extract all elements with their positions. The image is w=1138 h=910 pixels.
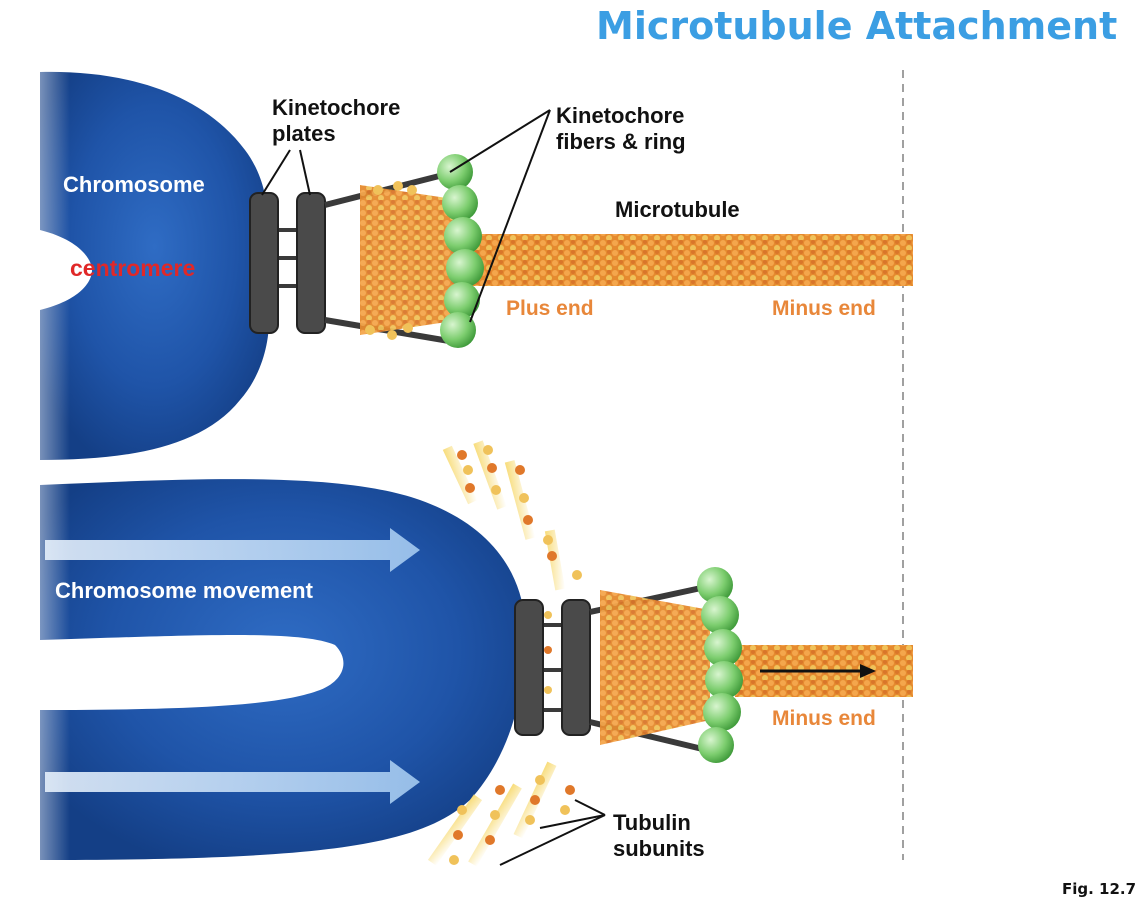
bottom-tubulin-fan — [600, 590, 710, 745]
tubulin-subunits-label: Tubulin subunits — [613, 810, 705, 861]
figure-title: Microtubule Attachment — [596, 4, 1118, 48]
tubulin-free-subunits — [449, 445, 582, 865]
bottom-pointer-lines — [499, 799, 606, 866]
top-pointer-lines — [261, 109, 551, 323]
chromosome-movement-label: Chromosome movement — [55, 578, 313, 603]
movement-arrow-upper — [45, 528, 420, 572]
microtubule-label: Microtubule — [615, 197, 740, 222]
top-kinetochore-ring — [437, 154, 484, 348]
bottom-chromosome — [0, 470, 526, 870]
kinetochore-plates-label: Kinetochore plates — [272, 95, 401, 146]
top-kinetochore-plates — [249, 169, 456, 345]
chromosome-label: Chromosome — [63, 172, 205, 197]
minus-end-top-label: Minus end — [772, 297, 876, 320]
top-tubulin-fan — [360, 181, 460, 340]
minus-end-bottom-label: Minus end — [772, 707, 876, 730]
top-microtubule — [470, 234, 913, 286]
bottom-kinetochore-ring — [697, 567, 743, 763]
top-chromosome — [0, 60, 270, 470]
kinetochore-fibers-label: Kinetochore fibers & ring — [556, 103, 686, 154]
plus-end-label: Plus end — [506, 297, 594, 320]
figure-number: Fig. 12.7 — [1062, 880, 1137, 898]
centromere-label: centromere — [70, 255, 196, 281]
movement-arrow-lower — [45, 760, 420, 804]
microtubule-arrow-head — [860, 664, 876, 678]
